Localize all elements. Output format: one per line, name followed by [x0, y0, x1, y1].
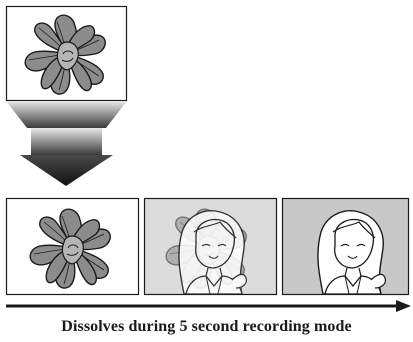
dissolve-frame-1	[5, 197, 140, 296]
dissolve-frame-3	[281, 197, 410, 296]
caption: Dissolves during 5 second recording mode	[61, 318, 352, 335]
source-frame	[5, 5, 128, 102]
timeline-arrow-icon	[6, 300, 411, 312]
down-arrow-icon	[6, 101, 127, 186]
dissolve-frame-2	[143, 197, 278, 296]
